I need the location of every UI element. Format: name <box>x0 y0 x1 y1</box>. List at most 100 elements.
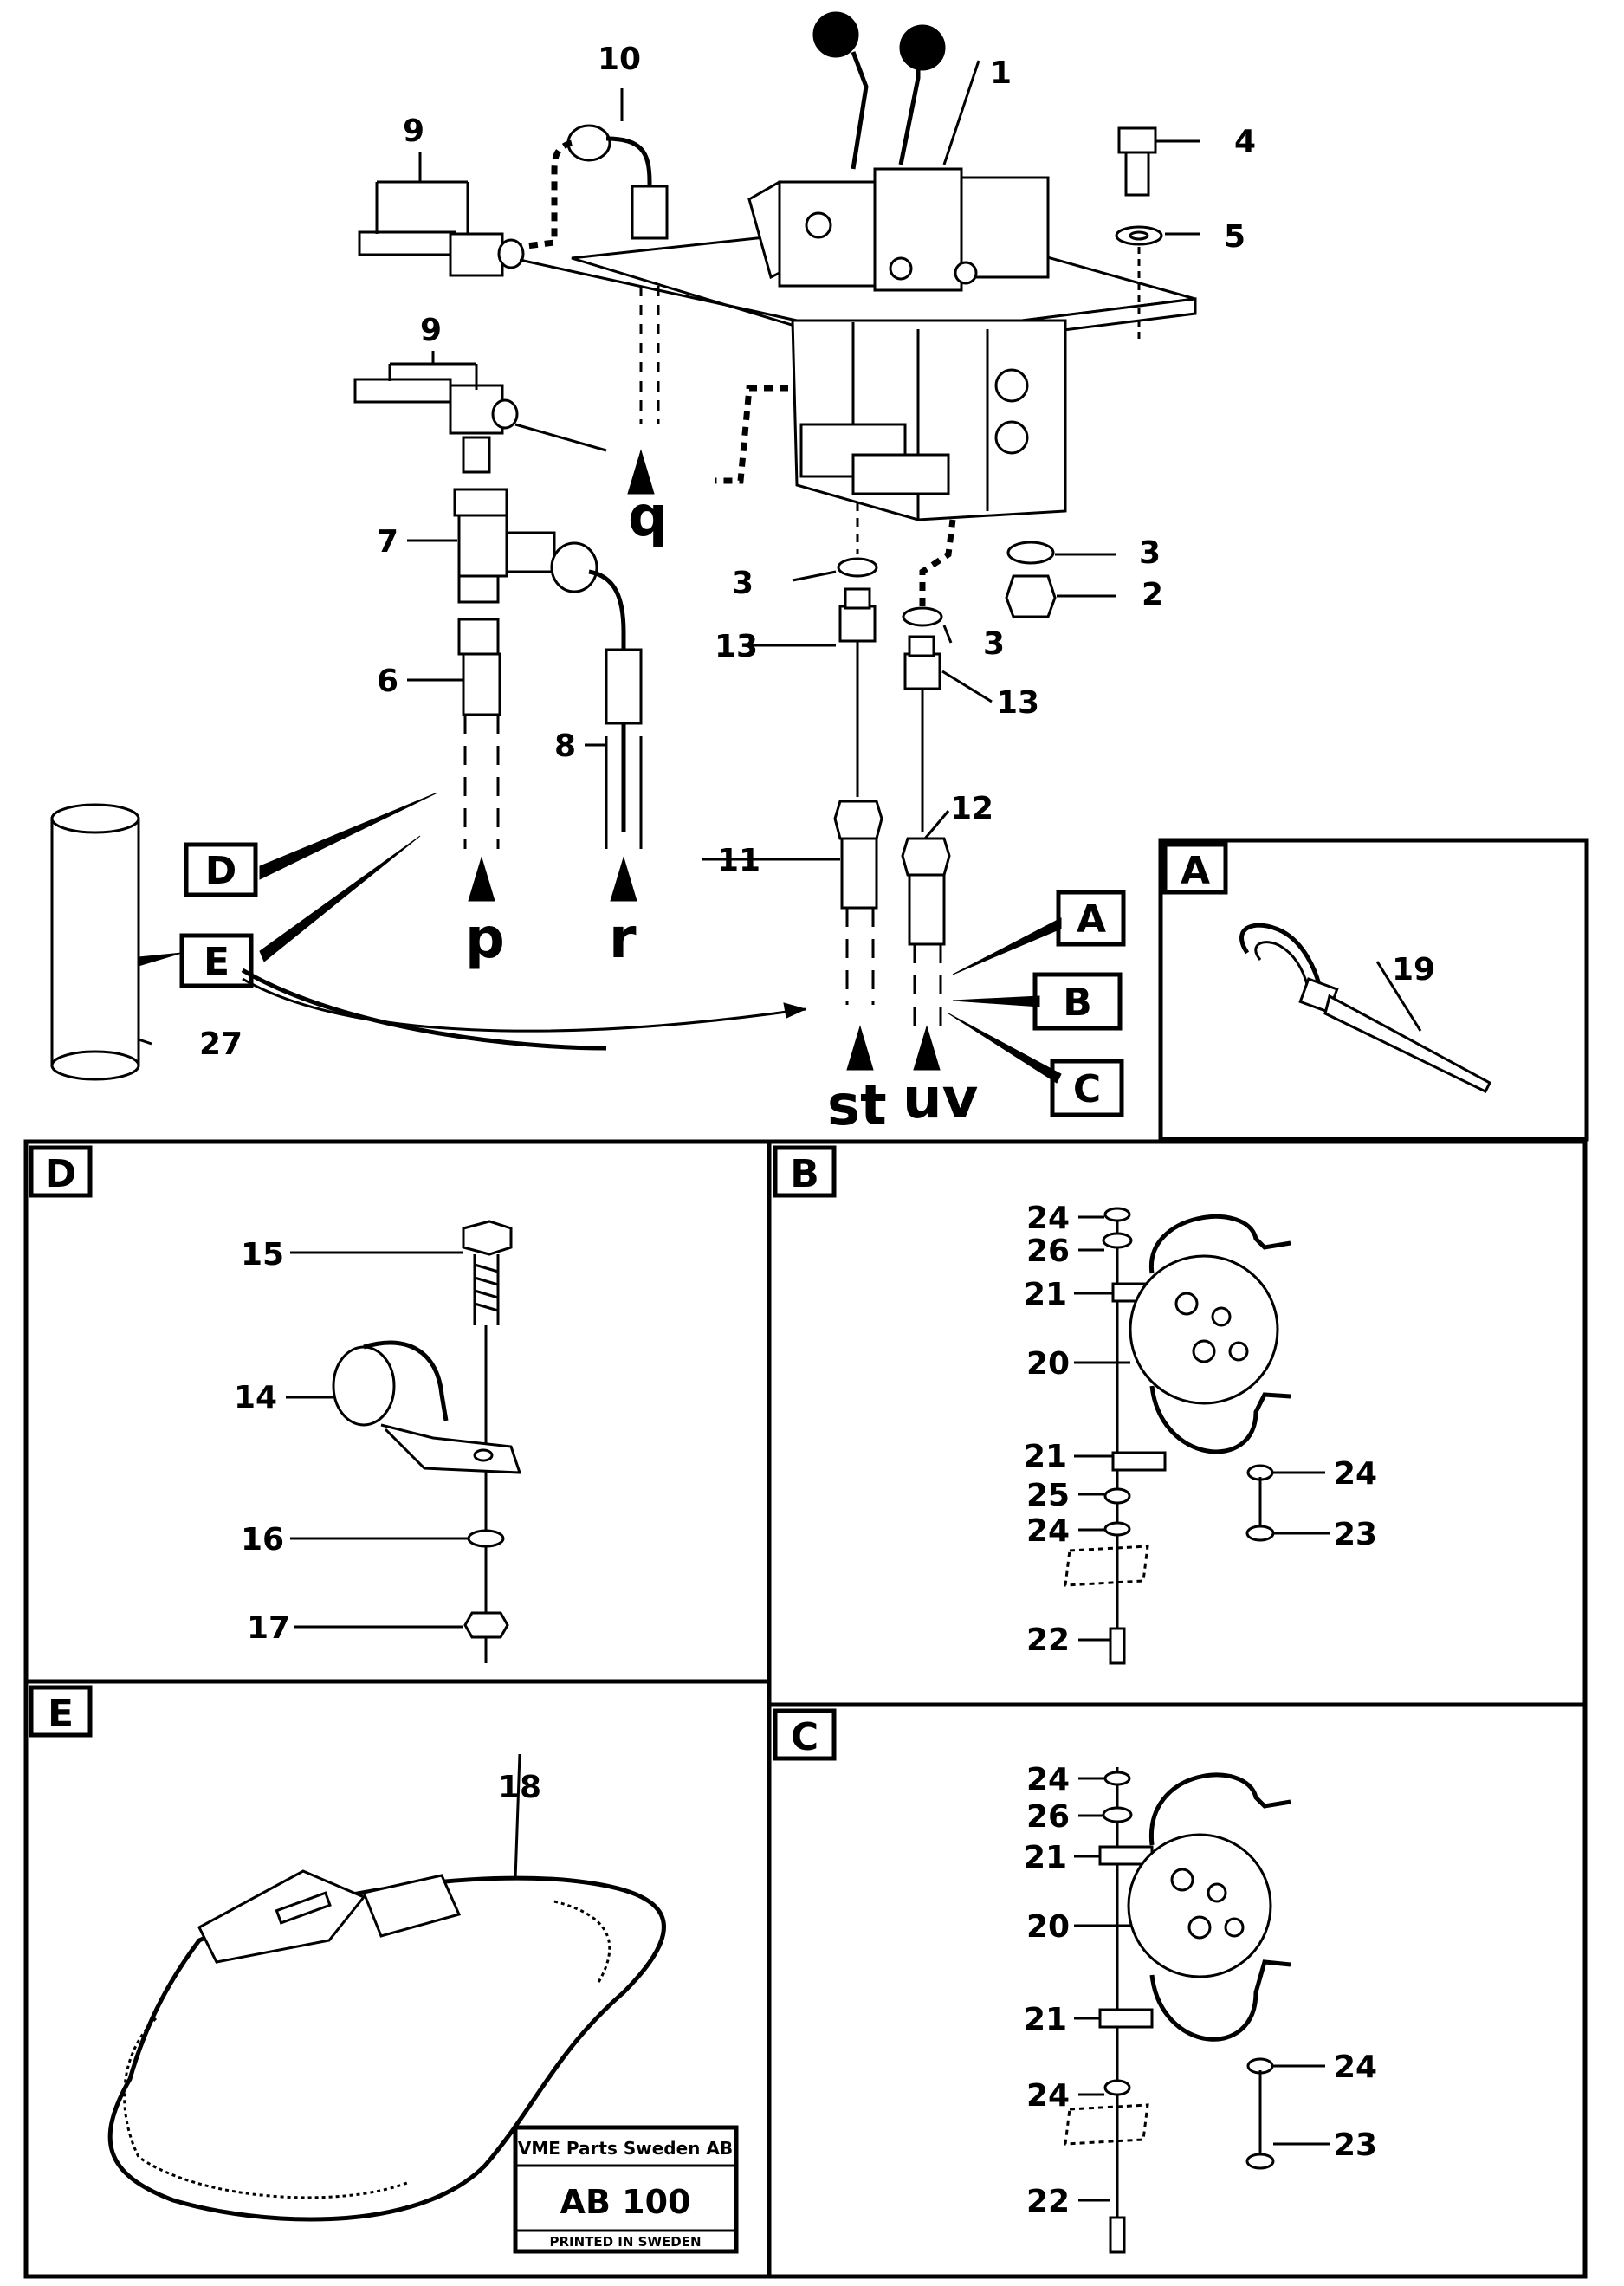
clamp-upper-c <box>1149 1772 1291 1846</box>
hose-fitting-12 <box>908 873 946 946</box>
label-11: 11 <box>717 843 760 878</box>
label-20-b: 20 <box>1026 1346 1070 1382</box>
arrow-p <box>468 856 495 902</box>
label-13-right: 13 <box>996 685 1039 721</box>
washer-3-far <box>1006 541 1055 565</box>
panel-a-title: A <box>1181 849 1210 893</box>
spool-housing-right <box>960 176 1050 279</box>
label-23-c: 23 <box>1334 2127 1377 2163</box>
label-23-b: 23 <box>1334 1517 1377 1552</box>
label-24-c-top: 24 <box>1026 1762 1070 1797</box>
stamp-printed: PRINTED IN SWEDEN <box>549 2234 701 2250</box>
label-22-b: 22 <box>1026 1622 1070 1658</box>
bolt-15 <box>462 1220 513 1256</box>
hose-nut-6 <box>457 618 500 656</box>
stamp-code: AB 100 <box>560 2183 691 2221</box>
nut-2 <box>1005 574 1057 618</box>
connection-r: r <box>609 907 637 971</box>
arrow-r <box>610 856 637 902</box>
protective-tube-27 <box>50 817 140 1067</box>
label-2: 2 <box>1142 577 1163 612</box>
tee-fitting-7 <box>453 488 508 517</box>
label-8: 8 <box>554 729 576 764</box>
label-26-c: 26 <box>1026 1799 1070 1835</box>
connection-q: q <box>628 485 668 549</box>
label-16: 16 <box>241 1522 284 1557</box>
label-3-right: 3 <box>983 626 1005 662</box>
main-assembly <box>50 11 1200 1084</box>
elbow-nut-10 <box>566 124 611 162</box>
main-part-labels: 1 2 3 3 3 4 5 6 7 8 9 9 10 11 12 13 13 2… <box>199 42 1256 1138</box>
label-3-far: 3 <box>1139 535 1161 571</box>
label-5: 5 <box>1224 219 1245 255</box>
label-18: 18 <box>498 1770 541 1805</box>
panel-frames <box>23 838 1589 2279</box>
hose-fitting-8 <box>605 648 643 725</box>
panel-a: A 19 <box>1162 842 1491 1093</box>
washer-5 <box>1115 225 1163 246</box>
label-24-c-bottom: 24 <box>1026 2078 1070 2114</box>
label-25-b: 25 <box>1026 1478 1070 1513</box>
cable-tie-19 <box>1239 923 1323 993</box>
stamp-company: VME Parts Sweden AB <box>518 2138 733 2159</box>
label-27: 27 <box>199 1026 243 1062</box>
label-24-b-top: 24 <box>1026 1201 1070 1236</box>
hose-fitting-11 <box>840 837 878 910</box>
label-9-upper: 9 <box>403 113 424 149</box>
callout-box-a: A <box>1077 897 1106 942</box>
label-7: 7 <box>377 524 398 560</box>
label-9-lower: 9 <box>420 313 442 348</box>
panel-e-title: E <box>48 1692 74 1736</box>
label-24-b-bottom: 24 <box>1026 1513 1070 1549</box>
stamp: VME Parts Sweden AB AB 100 PRINTED IN SW… <box>513 2125 739 2254</box>
arrow-uv <box>913 1025 941 1071</box>
panel-d-frame <box>23 1139 772 1684</box>
label-21-c-bottom: 21 <box>1024 2002 1067 2037</box>
clamp-lower-b <box>1149 1385 1291 1454</box>
label-17: 17 <box>247 1610 290 1646</box>
label-14: 14 <box>234 1380 277 1415</box>
label-6: 6 <box>377 664 398 699</box>
clamp-lower-c <box>1149 1959 1291 2042</box>
grommet-20-c <box>1127 1833 1272 1978</box>
washer-3-right <box>902 606 943 627</box>
arrow-st <box>846 1025 874 1071</box>
panel-c-title: C <box>791 1715 818 1759</box>
callout-box-b: B <box>1063 981 1092 1025</box>
grommet-20-b <box>1129 1254 1279 1405</box>
panel-c-frame <box>767 1702 1588 2279</box>
panel-d-title: D <box>45 1152 77 1196</box>
label-10: 10 <box>598 42 641 77</box>
strap-18 <box>107 1875 666 2222</box>
connection-p: p <box>465 907 505 971</box>
panel-b: B 24 26 21 20 21 25 24 <box>773 1145 1377 1665</box>
label-22-c: 22 <box>1026 2184 1070 2219</box>
arrow-q <box>627 449 655 495</box>
label-21-b-bottom: 21 <box>1024 1439 1067 1474</box>
hose-fitting-6 <box>462 652 501 716</box>
panel-e: E 18 VME Parts Sweden AB AB 100 PRINTED … <box>29 1685 739 2254</box>
label-12: 12 <box>950 791 993 826</box>
panel-a-frame <box>1158 838 1589 1142</box>
elbow-fitting-10 <box>605 136 652 208</box>
nut-17 <box>463 1611 509 1639</box>
label-15: 15 <box>241 1237 284 1273</box>
spool-housing-mid <box>873 167 963 292</box>
lever-knob-right <box>899 24 946 71</box>
label-19: 19 <box>1392 952 1435 988</box>
panel-c: C 24 26 21 20 21 24 22 24 <box>773 1708 1377 2254</box>
washer-16 <box>467 1529 505 1548</box>
callout-box-d: D <box>205 849 237 893</box>
connection-uv: uv <box>903 1067 978 1131</box>
label-3-left: 3 <box>732 566 754 601</box>
label-24-c-right: 24 <box>1334 2050 1377 2085</box>
connection-st: st <box>827 1074 887 1138</box>
label-24-b-right: 24 <box>1334 1456 1377 1492</box>
callout-box-e: E <box>204 940 230 984</box>
label-26-b: 26 <box>1026 1234 1070 1269</box>
label-13-left: 13 <box>715 629 758 664</box>
label-21-c-top: 21 <box>1024 1840 1067 1875</box>
label-20-c: 20 <box>1026 1909 1070 1945</box>
nipple-13-left <box>838 605 877 643</box>
